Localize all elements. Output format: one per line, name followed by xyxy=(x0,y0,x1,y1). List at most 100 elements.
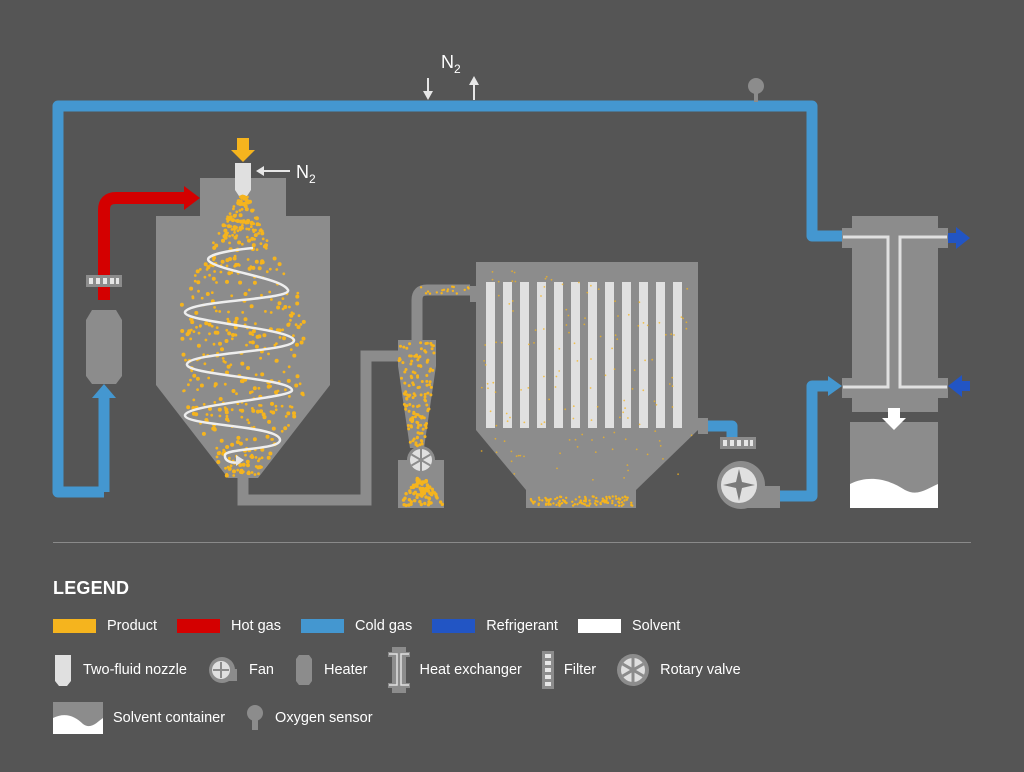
particle xyxy=(424,486,428,491)
particle xyxy=(224,236,228,239)
particle xyxy=(590,358,592,360)
particle xyxy=(425,483,430,487)
particle xyxy=(248,199,252,204)
particle xyxy=(280,429,284,433)
particle xyxy=(191,411,196,416)
particle xyxy=(595,503,598,507)
particle xyxy=(229,464,233,468)
particle xyxy=(265,434,270,439)
particle xyxy=(195,269,200,274)
particle xyxy=(301,393,305,397)
particle xyxy=(420,442,424,446)
particle xyxy=(241,311,245,314)
particle xyxy=(265,239,269,243)
particle xyxy=(211,276,216,281)
particle xyxy=(254,322,257,326)
legend-label-heat-exchanger: Heat exchanger xyxy=(419,662,522,678)
particle xyxy=(210,324,214,328)
heat-exchanger xyxy=(842,216,948,412)
particle xyxy=(510,460,513,463)
particle xyxy=(412,411,416,415)
particle xyxy=(423,398,427,402)
particle xyxy=(624,438,627,441)
particle xyxy=(578,495,581,499)
particle xyxy=(299,323,303,326)
particle xyxy=(520,389,522,391)
particle xyxy=(260,229,264,233)
particle xyxy=(203,262,208,267)
particle xyxy=(548,398,550,401)
particle xyxy=(266,455,271,460)
particle xyxy=(283,426,288,431)
particle xyxy=(510,450,513,453)
particle xyxy=(426,503,431,507)
particle xyxy=(420,494,424,498)
particle xyxy=(420,380,424,383)
particle xyxy=(489,410,492,413)
particle xyxy=(428,369,432,373)
particle xyxy=(242,196,247,200)
particle xyxy=(213,401,217,404)
particle xyxy=(658,440,661,442)
particle xyxy=(276,389,280,393)
particle xyxy=(619,416,621,419)
particle xyxy=(416,374,419,378)
particle xyxy=(246,366,250,370)
particle xyxy=(671,385,674,388)
particle xyxy=(223,406,227,409)
particle xyxy=(416,431,420,435)
legend-label-rotary-valve: Rotary valve xyxy=(660,662,741,678)
particle xyxy=(254,456,258,459)
particle xyxy=(658,321,661,324)
particle xyxy=(208,406,212,411)
particle xyxy=(260,293,263,297)
particle xyxy=(486,382,489,385)
particle xyxy=(680,316,683,318)
particle xyxy=(226,317,230,321)
particle xyxy=(425,374,429,377)
particle xyxy=(256,465,261,470)
particle xyxy=(187,383,190,387)
particle xyxy=(240,242,244,246)
particle xyxy=(246,463,250,468)
particle xyxy=(260,231,265,236)
particle xyxy=(252,280,257,285)
particle xyxy=(418,364,422,368)
particle xyxy=(545,499,548,502)
particle xyxy=(213,270,217,273)
particle xyxy=(627,469,629,472)
particle xyxy=(614,495,617,498)
particle xyxy=(588,499,591,502)
particle xyxy=(284,415,288,418)
particle xyxy=(192,373,197,378)
particle xyxy=(263,415,267,419)
particle xyxy=(255,409,260,414)
particle xyxy=(584,317,586,319)
particle xyxy=(618,498,622,501)
particle xyxy=(561,283,564,286)
particle xyxy=(260,456,264,460)
particle xyxy=(617,504,621,507)
particle xyxy=(231,389,236,393)
particle xyxy=(527,387,530,389)
particle xyxy=(419,423,423,427)
particle xyxy=(186,405,191,410)
particle xyxy=(250,453,254,457)
particle xyxy=(282,272,286,276)
particle xyxy=(590,284,592,287)
particle xyxy=(245,459,250,464)
particle xyxy=(301,319,306,324)
particle xyxy=(591,439,593,441)
particle xyxy=(503,440,506,443)
particle xyxy=(424,292,428,295)
particle xyxy=(427,496,432,501)
particle xyxy=(402,392,406,396)
particle xyxy=(221,357,225,360)
particle xyxy=(257,472,260,476)
particle xyxy=(587,504,591,507)
fan-filter xyxy=(720,437,756,449)
gas-swirl-spiral xyxy=(183,246,296,464)
particle xyxy=(286,411,291,416)
particle xyxy=(289,348,293,351)
particle xyxy=(211,368,215,372)
